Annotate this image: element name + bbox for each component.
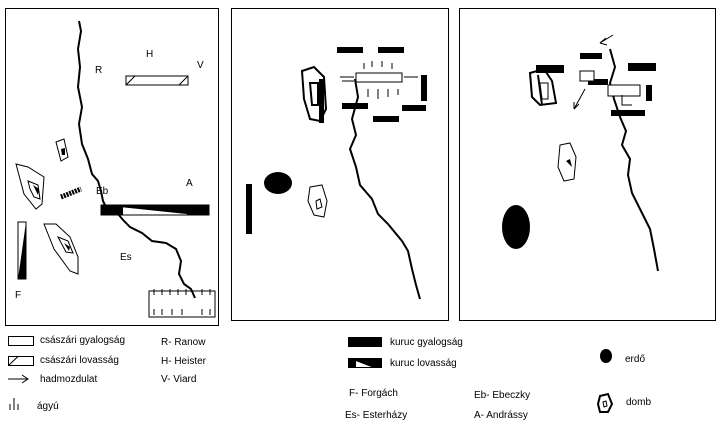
- imperial-cavalry-symbol: [8, 356, 34, 366]
- legend-hill: domb: [626, 397, 652, 408]
- label-f: F: [15, 290, 22, 301]
- label-v: V: [197, 60, 204, 71]
- label-a: A: [186, 178, 193, 189]
- river-line: [348, 78, 421, 300]
- legend-imperial-infantry: császári gyalogság: [40, 335, 126, 346]
- forest-icon: [600, 349, 612, 363]
- legend-commander-h: H- Heister: [161, 356, 207, 367]
- legend-commander-f: F- Forgách: [349, 388, 398, 399]
- legend-commander-eb: Eb- Ebeczky: [474, 390, 531, 401]
- imperial-infantry-unit: [355, 72, 403, 83]
- legend-commander-v: V- Viard: [161, 374, 197, 385]
- label-eb: Eb: [96, 186, 109, 197]
- kuruc-infantry-unit: [246, 184, 252, 234]
- cannon-battery-box: [148, 290, 216, 318]
- heister-cavalry-unit: [125, 75, 189, 86]
- legend-commander-a: A- Andrássy: [474, 410, 528, 421]
- hill-mid: [557, 142, 577, 182]
- map-panel-1: R H V Eb A Es F: [5, 8, 219, 326]
- forest: [264, 172, 292, 194]
- legend-commander-es: Es- Esterházy: [345, 410, 408, 421]
- kuruc-infantry-symbol: [348, 337, 382, 347]
- hill-small: [307, 184, 328, 218]
- cannon-icon: [9, 398, 19, 410]
- label-es: Es: [120, 252, 132, 263]
- map-panel-1-drawing: [15, 20, 216, 318]
- river-line: [76, 20, 196, 299]
- movement-arrow-3: [621, 95, 632, 106]
- kuruc-cavalry-symbol: [348, 358, 382, 368]
- forest: [502, 205, 530, 249]
- map-panel-3: [459, 8, 716, 321]
- river-line: [608, 48, 659, 272]
- legend-kuruc-infantry: kuruc gyalogság: [390, 337, 463, 348]
- label-r: R: [95, 65, 103, 76]
- legend-forest: erdő: [625, 354, 646, 365]
- hill-3: [43, 223, 79, 275]
- legend-kuruc-cavalry: kuruc lovasság: [390, 358, 457, 369]
- hill-left: [528, 67, 558, 107]
- legend-movement: hadmozdulat: [40, 374, 98, 385]
- imperial-infantry-symbol: [8, 336, 34, 346]
- hill-icon: [596, 392, 614, 413]
- map-panel-3-drawing: [502, 34, 659, 272]
- legend-imperial-cavalry: császári lovasság: [40, 355, 119, 366]
- legend-commander-r: R- Ranow: [161, 337, 206, 348]
- forest-marks: [60, 186, 82, 200]
- map-panel-2-drawing: [246, 47, 427, 300]
- hill-2: [15, 163, 45, 210]
- hill-1: [55, 138, 69, 162]
- label-h: H: [146, 49, 154, 60]
- imperial-infantry-unit: [607, 84, 641, 97]
- legend-cannon: ágyú: [37, 401, 59, 412]
- map-panel-2: [231, 8, 449, 321]
- movement-arrow-2: [573, 88, 586, 110]
- movement-arrow-icon: [8, 374, 29, 384]
